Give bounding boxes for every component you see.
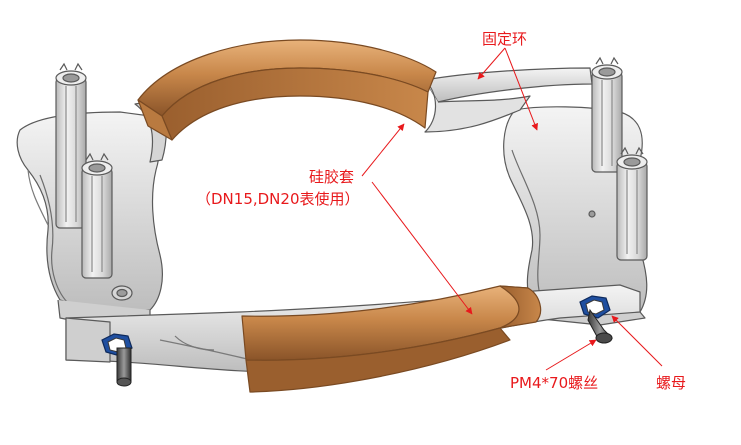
left-bolt-assembly: [101, 333, 133, 387]
leader-ring-2: [504, 47, 538, 131]
leader-ring-1: [477, 47, 506, 80]
nut-label: 螺母: [656, 374, 687, 392]
leader-nut: [611, 315, 663, 367]
leader-sleeve-1: [361, 123, 405, 177]
front-silicone-sleeve: [241, 285, 542, 393]
leader-bolt: [545, 339, 597, 371]
left-back-post: [55, 62, 87, 229]
left-front-post: [81, 152, 113, 279]
right-bolt-assembly: [579, 295, 613, 344]
bolt-label: PM4*70螺丝: [510, 374, 599, 392]
annotation-leaders: [361, 47, 663, 371]
right-front-post: [616, 146, 648, 261]
back-silicone-sleeve: [137, 39, 437, 141]
silicone-sleeve-label: 硅胶套: [309, 168, 355, 186]
right-back-post: [591, 56, 623, 173]
silicone-sleeve-note: （DN15,DN20表使用）: [196, 190, 360, 208]
retaining-ring-label: 固定环: [482, 30, 528, 48]
leader-sleeve-2: [371, 181, 473, 315]
